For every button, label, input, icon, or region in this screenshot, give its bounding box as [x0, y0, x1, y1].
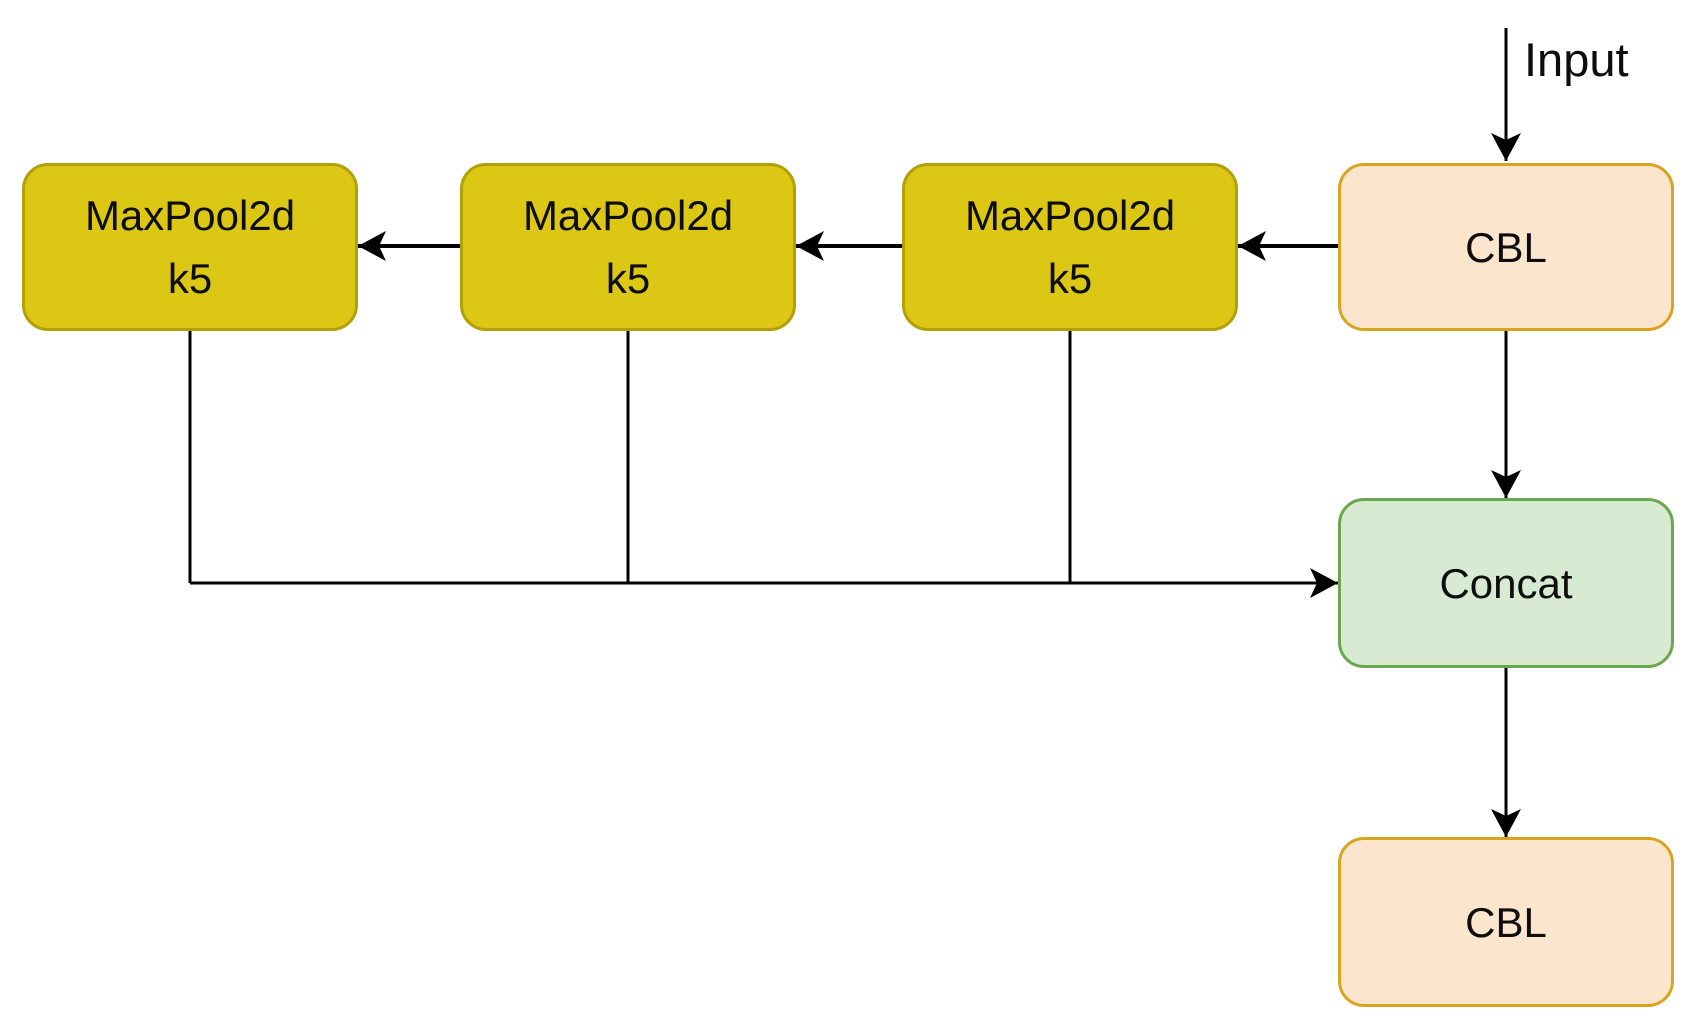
node-maxpool2d-2: MaxPool2d k5	[460, 163, 796, 331]
input-label: Input	[1524, 33, 1629, 86]
node-label: Concat	[1439, 559, 1573, 607]
node-cbl-top: CBL	[1338, 163, 1674, 331]
node-maxpool2d-1: MaxPool2d k5	[22, 163, 358, 331]
node-label: CBL	[1465, 223, 1547, 271]
node-sublabel: k5	[167, 255, 213, 302]
node-cbl-bottom: CBL	[1338, 837, 1674, 1007]
node-sublabel: k5	[1047, 255, 1093, 302]
node-label: CBL	[1465, 898, 1547, 946]
node-label: MaxPool2d	[522, 192, 734, 239]
node-concat: Concat	[1338, 498, 1674, 668]
node-label: MaxPool2d	[84, 192, 296, 239]
node-maxpool2d-3: MaxPool2d k5	[902, 163, 1238, 331]
node-sublabel: k5	[605, 255, 651, 302]
node-label: MaxPool2d	[964, 192, 1176, 239]
